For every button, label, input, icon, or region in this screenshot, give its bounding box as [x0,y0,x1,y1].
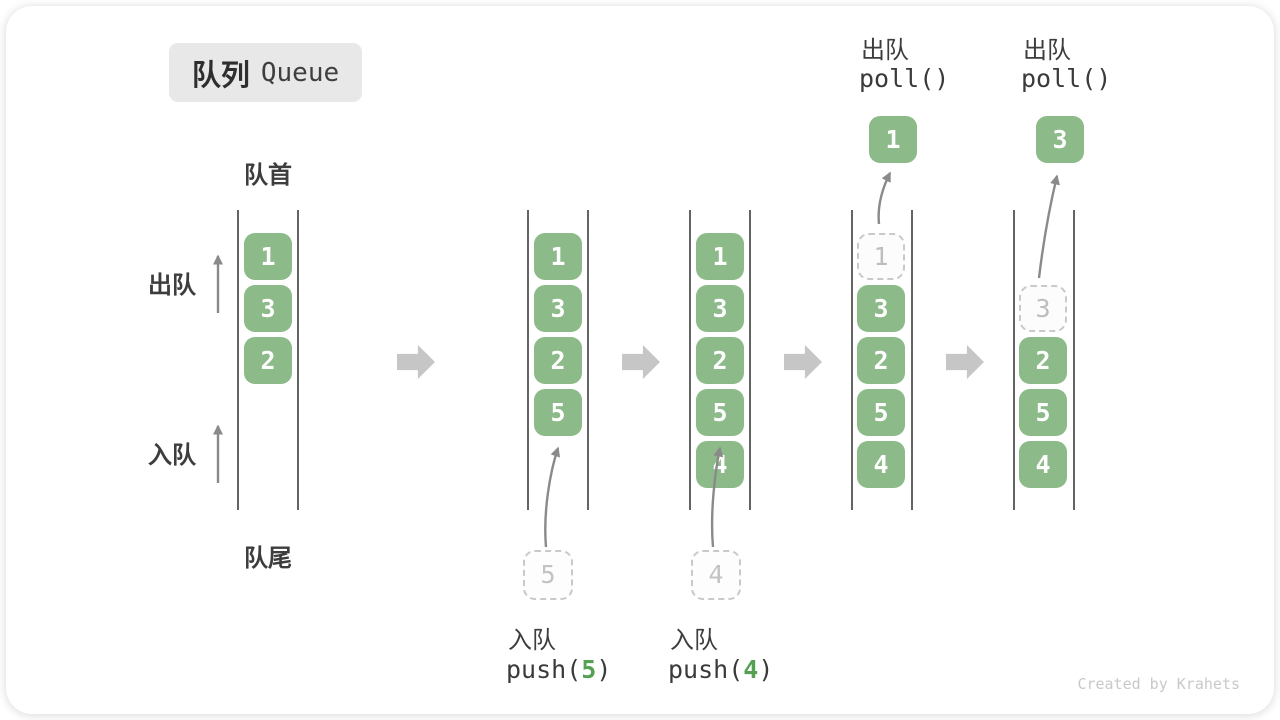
queue-item: 4 [696,441,744,488]
queue-item: 2 [696,337,744,384]
queue-item: 3 [857,285,905,332]
queue-item: 3 [696,285,744,332]
dequeued-item: 1 [869,116,917,163]
dequeued-item: 3 [1036,116,1084,163]
push-code: push(5) [506,655,611,684]
poll-code: poll() [1021,64,1112,93]
channel-line [1073,210,1075,510]
channel-line [237,210,239,510]
queue-item: 5 [696,389,744,436]
queue-item: 4 [1019,441,1067,488]
removed-item: 1 [857,233,905,280]
push-close: ) [758,655,774,684]
queue-item: 3 [244,285,292,332]
poll-code: poll() [859,64,950,93]
dequeue-caption: 出队 [1023,37,1071,64]
queue-item: 4 [857,441,905,488]
dequeue-caption: 出队 [861,37,909,64]
title-en: Queue [260,57,340,88]
queue-item: 2 [857,337,905,384]
channel-line [689,210,691,510]
channel-line [851,210,853,510]
front-label: 队首 [244,162,292,189]
staged-item: 4 [691,550,741,600]
channel-line [911,210,913,510]
removed-item: 3 [1019,285,1067,332]
enqueue-label: 入队 [148,442,196,469]
enqueue-caption: 入队 [670,627,718,654]
channel-line [297,210,299,510]
title-zh: 队列 [191,59,250,92]
push-close: ) [596,655,612,684]
watermark: Created by Krahets [1077,675,1240,693]
channel-line [587,210,589,510]
rear-label: 队尾 [244,545,292,572]
push-arg: 4 [743,655,759,684]
queue-item: 2 [1019,337,1067,384]
dequeue-label: 出队 [148,272,196,299]
title-badge: 队列 Queue [169,43,362,102]
push-fn: push( [506,655,582,684]
channel-line [1013,210,1015,510]
push-fn: push( [668,655,744,684]
queue-item: 5 [1019,389,1067,436]
staged-item: 5 [523,550,573,600]
queue-item: 1 [244,233,292,280]
queue-item: 5 [534,389,582,436]
queue-item: 1 [696,233,744,280]
enqueue-caption: 入队 [508,627,556,654]
channel-line [749,210,751,510]
queue-item: 1 [534,233,582,280]
push-arg: 5 [581,655,597,684]
push-code: push(4) [668,655,773,684]
queue-item: 2 [534,337,582,384]
channel-line [527,210,529,510]
queue-item: 3 [534,285,582,332]
queue-item: 2 [244,337,292,384]
queue-item: 5 [857,389,905,436]
